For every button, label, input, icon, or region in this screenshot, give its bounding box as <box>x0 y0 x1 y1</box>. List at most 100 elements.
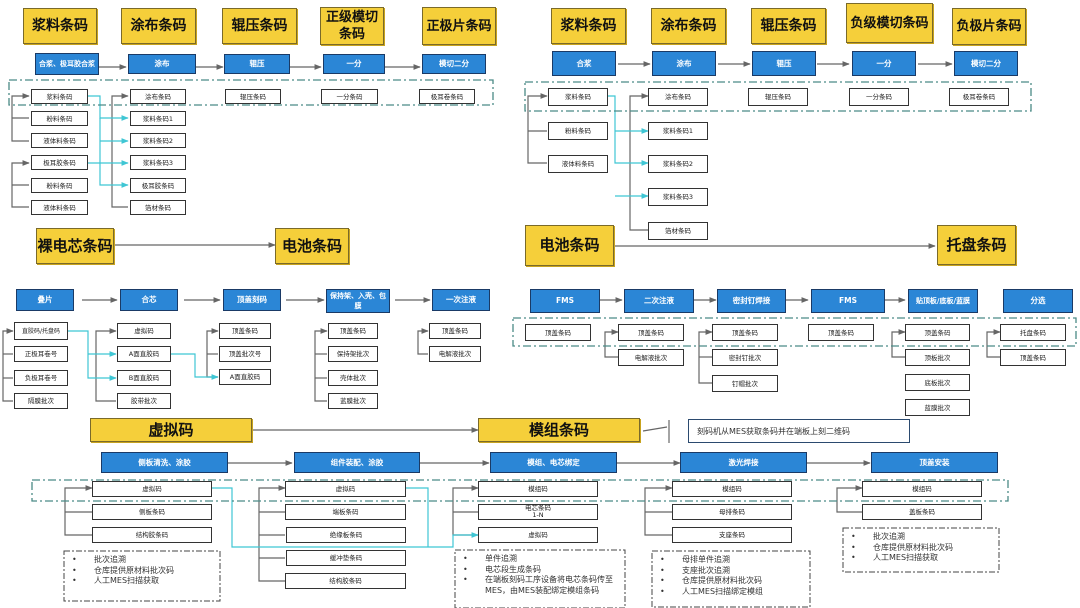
note-item: •仓库提供原材料批次码 <box>660 576 762 585</box>
step-top-cover-marking[interactable]: 顶盖刻码 <box>223 289 281 311</box>
node-a-c4-0: 一分条码 <box>321 89 378 104</box>
note-item: •人工MES扫描获取 <box>851 553 939 562</box>
node-b-c2-4: 箔材条码 <box>648 222 708 240</box>
step-coating-a[interactable]: 涂布 <box>128 54 196 74</box>
node-d-c6-0: 托盘条码 <box>1000 324 1066 341</box>
header-positive-die-cut-barcode: 正级模切条码 <box>320 7 384 45</box>
node-b-c1-2: 液体料条码 <box>548 155 608 173</box>
step-laser-welding[interactable]: 激光焊接 <box>680 452 807 473</box>
step-attach-plates-film[interactable]: 贴顶板/底板/蓝膜 <box>908 289 978 313</box>
node-d-c2-1: 电解液批次 <box>618 349 684 366</box>
node-a-c2-4: 极耳胶条码 <box>130 178 186 193</box>
callout-laser-marking-note: 刻码机从MES获取条码并在端板上刻二维码 <box>688 419 910 443</box>
header-slurry-barcode-a: 浆料条码 <box>23 8 97 44</box>
header-coating-barcode-b: 涂布条码 <box>651 8 726 44</box>
node-c-c2-0: 虚拟码 <box>117 323 171 339</box>
node-d-c3-1: 密封钉批次 <box>712 349 778 366</box>
node-b-c2-3: 浆料条码3 <box>648 188 708 206</box>
node-b-c2-0: 涂布条码 <box>648 88 708 106</box>
step-mixing-b[interactable]: 合浆 <box>552 51 616 76</box>
step-die-cut-a[interactable]: 模切二分 <box>422 54 486 74</box>
step-split-a[interactable]: 一分 <box>323 54 385 74</box>
header-rolling-barcode-a: 辊压条码 <box>222 8 297 44</box>
node-e-c4-0: 模组码 <box>672 481 792 497</box>
step-first-injection[interactable]: 一次注液 <box>432 289 490 311</box>
node-e-c2-3: 缓冲垫条码 <box>286 550 406 566</box>
node-e-c1-1: 侧板条码 <box>92 504 212 520</box>
node-d-c5-2: 底板批次 <box>905 374 970 391</box>
node-e-c4-1: 母排条码 <box>672 504 792 520</box>
node-a-c2-0: 涂布条码 <box>130 89 186 104</box>
node-b-c1-1: 粉料条码 <box>548 122 608 140</box>
node-d-c5-0: 顶盖条码 <box>905 324 970 341</box>
step-second-injection[interactable]: 二次注液 <box>624 289 694 313</box>
header-rolling-barcode-b: 辊压条码 <box>751 8 826 44</box>
node-a-c1-5: 液体料条码 <box>31 200 88 215</box>
node-c-c1-1: 正极耳卷号 <box>14 346 68 362</box>
node-d-c2-0: 顶盖条码 <box>618 324 684 341</box>
node-e-c3-0: 模组码 <box>478 481 598 497</box>
note-single-trace: •单件追溯 •电芯段生成条码 •在端板刻码工序设备将电芯条码传至MES，由MES… <box>455 550 625 608</box>
node-c-c3-1: 顶盖批次号 <box>219 346 271 362</box>
step-fms-1[interactable]: FMS <box>530 289 600 313</box>
note-item: •单件追溯 <box>463 554 517 563</box>
node-e-c2-4: 结构胶条码 <box>285 573 406 589</box>
note-busbar-trace: •母排单件追溯 •支座批次追溯 •仓库提供原材料批次码 •人工MES扫描绑定模组 <box>652 551 810 607</box>
step-rolling-b[interactable]: 辊压 <box>752 51 816 76</box>
step-die-cut-b[interactable]: 模切二分 <box>954 51 1018 76</box>
node-a-c2-5: 箔材条码 <box>130 200 186 215</box>
node-e-c4-2: 支座条码 <box>672 527 792 543</box>
step-coating-b[interactable]: 涂布 <box>652 51 716 76</box>
node-e-c2-1: 端板条码 <box>285 504 406 520</box>
step-sorting[interactable]: 分选 <box>1003 289 1073 313</box>
note-item: •仓库提供原材料批次码 <box>72 565 174 575</box>
step-holder-casing-wrap[interactable]: 保持架、入壳、包膜 <box>326 289 390 313</box>
node-c-c1-3: 隔膜批次 <box>14 393 68 409</box>
node-c-c1-2: 负极耳卷号 <box>14 370 68 386</box>
node-a-c2-2: 浆料条码2 <box>130 133 186 148</box>
node-e-c5-0: 模组码 <box>862 481 982 497</box>
node-b-c4-0: 一分条码 <box>849 88 909 106</box>
node-b-c1-0: 浆料条码 <box>548 88 608 106</box>
node-a-c2-3: 浆料条码3 <box>130 155 186 170</box>
step-seal-nail-welding[interactable]: 密封钉焊接 <box>717 289 786 313</box>
node-c-c2-1: A面直胶码 <box>117 346 171 362</box>
step-module-cell-binding[interactable]: 模组、电芯绑定 <box>490 452 617 473</box>
step-mixing-a[interactable]: 合浆、极耳胶合浆 <box>35 53 99 75</box>
node-a-c1-2: 液体料条码 <box>31 133 88 148</box>
node-b-c3-0: 辊压条码 <box>748 88 808 106</box>
header-negative-die-cut-barcode: 负级模切条码 <box>846 3 933 43</box>
header-slurry-barcode-b: 浆料条码 <box>551 8 626 44</box>
note-item: •批次追溯 <box>851 532 905 541</box>
node-b-c2-1: 浆料条码1 <box>648 122 708 140</box>
step-top-cover-install[interactable]: 顶盖安装 <box>871 452 998 473</box>
header-battery-barcode-c: 电池条码 <box>275 228 349 264</box>
node-d-c3-0: 顶盖条码 <box>712 324 778 341</box>
note-batch-trace-1: •批次追溯 •仓库提供原材料批次码 •人工MES扫描获取 <box>64 551 220 601</box>
step-stacking[interactable]: 叠片 <box>16 289 74 311</box>
header-virtual-code: 虚拟码 <box>90 418 252 442</box>
header-bare-cell-barcode: 裸电芯条码 <box>36 228 114 264</box>
node-e-c5-1: 盖板条码 <box>862 504 982 520</box>
header-positive-sheet-barcode: 正极片条码 <box>422 7 496 45</box>
step-component-assembly-glue[interactable]: 组件装配、涂胶 <box>294 452 420 473</box>
step-split-b[interactable]: 一分 <box>852 51 916 76</box>
step-rolling-a[interactable]: 辊压 <box>224 54 290 74</box>
node-d-c6-1: 顶盖条码 <box>1000 349 1066 366</box>
node-a-c1-0: 浆料条码 <box>31 89 88 104</box>
step-core-merge[interactable]: 合芯 <box>120 289 178 311</box>
node-a-c3-0: 辊压条码 <box>225 89 281 104</box>
node-c-c5-0: 顶盖条码 <box>429 323 481 339</box>
step-fms-2[interactable]: FMS <box>811 289 885 313</box>
step-side-plate-clean-glue[interactable]: 侧板清洗、涂胶 <box>101 452 228 473</box>
node-d-c3-2: 钉帽批次 <box>712 375 778 392</box>
node-c-c4-2: 壳体批次 <box>328 370 378 386</box>
node-e-c3-1: 电芯条码 1-N <box>478 504 598 520</box>
note-item: •批次追溯 <box>72 555 126 564</box>
node-b-c2-2: 浆料条码2 <box>648 155 708 173</box>
node-e-c2-0: 虚拟码 <box>285 481 406 497</box>
note-item: •电芯段生成条码 <box>463 564 541 574</box>
header-tray-barcode: 托盘条码 <box>937 225 1016 265</box>
header-coating-barcode-a: 涂布条码 <box>121 8 196 44</box>
node-a-c1-3: 极耳胶条码 <box>31 155 88 170</box>
